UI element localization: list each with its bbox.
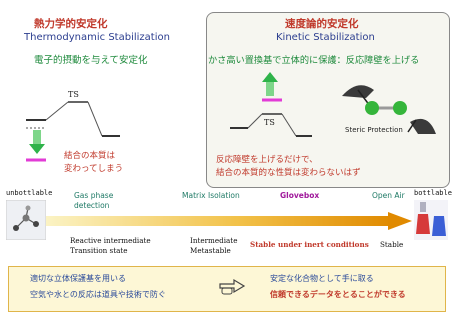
stage-glovebox: Glovebox: [280, 191, 320, 200]
flask-image: [414, 200, 448, 240]
kinetic-ts-label: TS: [264, 118, 275, 127]
descriptor-intermediate-line1: Intermediate: [190, 236, 238, 245]
summary-box: [8, 266, 446, 312]
kinetic-energy-diagram: [230, 72, 312, 137]
summary-right-line2: 信頼できるデータをとることができる: [270, 290, 406, 299]
kinetic-note-line2: 結合の本質的な性質は変わらないはず: [216, 168, 361, 178]
stage-gas-phase-line1: Gas phase: [74, 191, 114, 200]
thermo-down-arrow-shaft: [33, 130, 41, 144]
kinetic-note-line1: 反応障壁を上げるだけで、: [216, 155, 318, 165]
thermo-note-line2: 変わってしまう: [64, 164, 124, 174]
steric-protection-label: Steric Protection: [345, 126, 403, 134]
stability-gradient-arrow: [46, 212, 412, 230]
umbrella-right-icon: [410, 118, 436, 134]
thermo-descent: [87, 101, 103, 137]
thermo-desc: 電子的摂動を与えて安定化: [34, 55, 148, 66]
thermo-ts-label: TS: [68, 90, 79, 99]
kinetic-up-arrow-shaft: [266, 80, 274, 96]
descriptor-reactive-line1: Reactive intermediate: [70, 236, 151, 245]
molecule-atom-right: [393, 101, 407, 115]
thermo-ascent: [45, 101, 69, 121]
umbrella-right-handle: [407, 119, 417, 133]
bottlable-label: bottlable: [414, 189, 452, 197]
thermo-energy-diagram: [26, 101, 120, 162]
stage-open-air: Open Air: [372, 191, 405, 200]
kinetic-ascent: [247, 113, 263, 129]
flask-blue-icon: [432, 216, 446, 236]
kinetic-desc: かさ高い置換基で立体的に保護：反応障壁を上げる: [208, 55, 420, 66]
thermo-note-line1: 結合の本質は: [64, 151, 116, 161]
summary-right-line1: 安定な化合物として手に取る: [270, 274, 374, 283]
arrow-head: [388, 212, 412, 230]
kinetic-up-arrow-head: [262, 72, 278, 82]
umbrella-left-icon: [342, 85, 374, 98]
molecule-atom-left: [365, 101, 379, 115]
stage-matrix-isolation: Matrix Isolation: [182, 191, 240, 200]
descriptor-reactive-line2: Transition state: [70, 246, 128, 255]
kinetic-title-jp: 速度論的安定化: [285, 18, 359, 30]
molecule-model-image: [6, 200, 46, 240]
thermo-title-jp: 熱力学的安定化: [34, 18, 108, 30]
summary-left-line2: 空気や水との反応は道具や技術で防ぐ: [30, 290, 166, 299]
kinetic-descent: [281, 113, 297, 137]
unbottlable-label: unbottlable: [6, 189, 53, 197]
descriptor-intermediate-line2: Metastable: [190, 246, 231, 255]
kinetic-title-en: Kinetic Stabilization: [276, 32, 375, 43]
descriptor-stable-inert: Stable under inert conditions: [250, 240, 369, 249]
thermo-down-arrow-head: [29, 144, 45, 154]
stage-gas-phase-line2: detection: [74, 201, 110, 210]
descriptor-stable: Stable: [380, 240, 404, 249]
steric-protection-illustration: [342, 85, 436, 134]
kinetic-panel: [206, 12, 450, 188]
summary-left-line1: 適切な立体保護基を用いる: [30, 274, 126, 283]
flask-red-icon: [416, 214, 430, 234]
thermo-title-en: Thermodynamic Stabilization: [24, 32, 170, 43]
pointing-hand-icon: [219, 278, 246, 295]
